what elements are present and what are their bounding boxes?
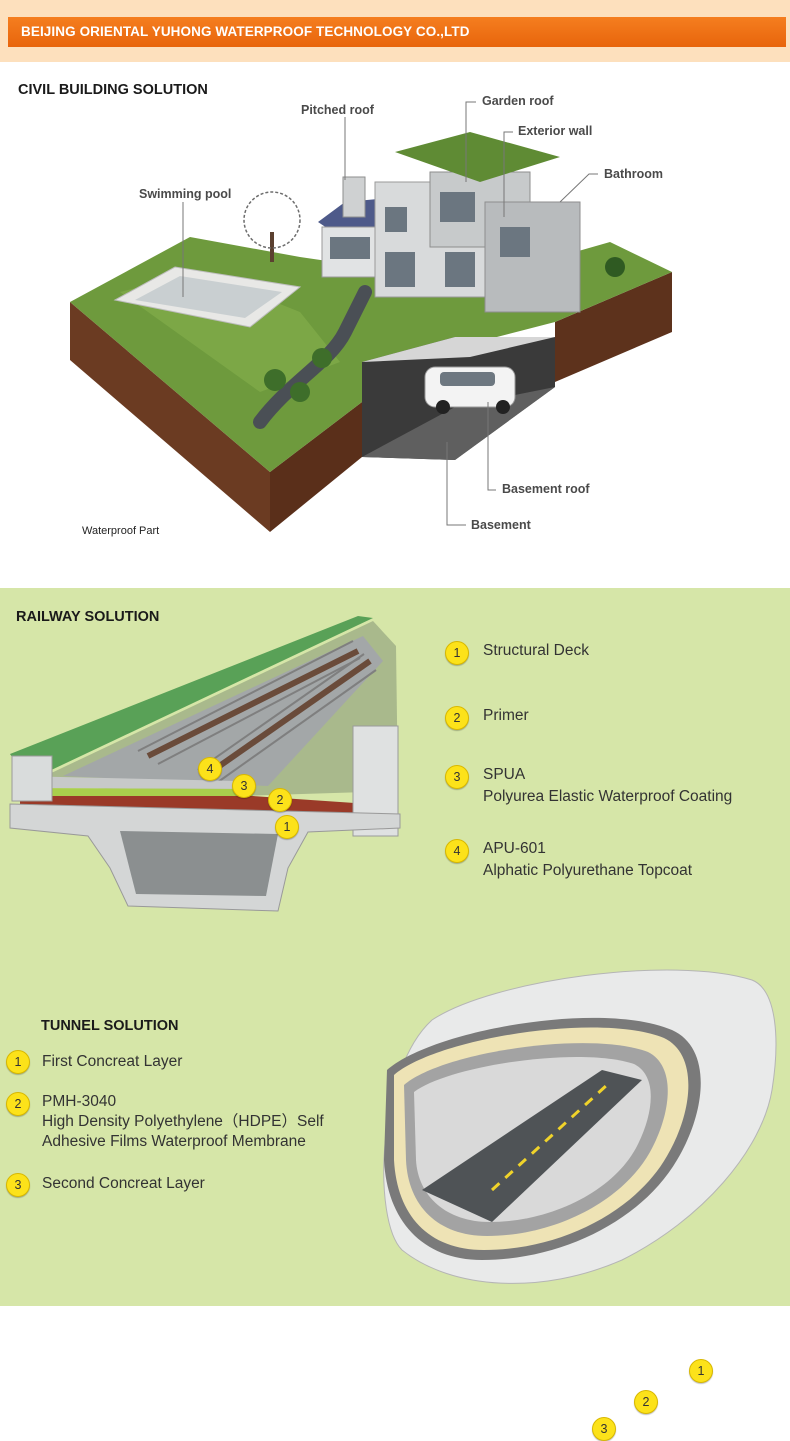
track-sleeper: [137, 640, 354, 752]
legend-number-badge: 1: [445, 641, 469, 665]
label-bathroom: Bathroom: [604, 167, 664, 181]
earth-front-left: [70, 302, 270, 532]
tunnel-road-centerline: [490, 1083, 609, 1192]
car-window: [440, 372, 495, 386]
legend-subtext: Alphatic Polyurethane Topcoat: [483, 862, 693, 879]
tunnel-badge-2: 2: [634, 1390, 658, 1414]
green-section: RAILWAY SOLUTION 1 2 3 4: [0, 588, 790, 1441]
legend-subtext: Adhesive Films Waterproof Membrane: [42, 1133, 306, 1150]
header-band: BEIJING ORIENTAL YUHONG WATERPROOF TECHN…: [0, 0, 790, 62]
label-exterior-wall: Exterior wall: [518, 124, 593, 138]
house-chimney: [342, 176, 366, 218]
layer-spua: [18, 788, 253, 796]
bush: [605, 257, 625, 277]
tunnel-badge-1: 1: [689, 1359, 713, 1383]
car-wheel: [436, 400, 450, 414]
track-sleeper: [197, 653, 365, 771]
leader-line: [559, 173, 598, 203]
railway-illustration: [9, 616, 401, 912]
company-name: BEIJING ORIENTAL YUHONG WATERPROOF TECHN…: [21, 24, 470, 39]
track-rail: [146, 648, 360, 759]
leader-line: [487, 402, 496, 491]
legend-number-badge: 4: [445, 839, 469, 863]
tunnel-illustration: [383, 969, 777, 1284]
house-window: [440, 192, 475, 222]
earth-right-side: [555, 272, 672, 382]
railway-badge-2: 2: [268, 788, 292, 812]
legend-number-badge: 1: [6, 1050, 30, 1074]
railway-title: RAILWAY SOLUTION: [16, 609, 160, 625]
civil-building-section: CIVIL BUILDING SOLUTION: [0, 62, 790, 588]
leader-line: [503, 131, 513, 217]
track-rail: [206, 658, 372, 777]
label-basement: Basement: [471, 518, 531, 532]
house-window: [500, 227, 530, 257]
leader-line: [465, 101, 476, 182]
layer-primer: [20, 796, 398, 814]
legend-number-badge: 3: [6, 1173, 30, 1197]
house-window: [330, 237, 370, 259]
tree-crown: [243, 191, 301, 249]
legend-number-badge: 3: [445, 765, 469, 789]
legend-text: APU-601: [483, 840, 546, 857]
house-window: [445, 252, 475, 287]
tunnel-badge-3: 3: [592, 1417, 616, 1441]
house-garden-roof: [395, 132, 560, 182]
railway-badge-4: 4: [198, 757, 222, 781]
railway-fence: [10, 616, 373, 781]
label-swimming-pool: Swimming pool: [139, 187, 232, 201]
leader-line: [446, 442, 466, 526]
tunnel-title: TUNNEL SOLUTION: [41, 1018, 179, 1034]
legend-text: PMH-3040: [42, 1093, 117, 1110]
track-sleeper: [157, 657, 361, 765]
house-window: [385, 207, 407, 232]
curb-left: [11, 755, 53, 802]
tunnel-road: [422, 1070, 642, 1222]
legend-text: First Concreat Layer: [42, 1053, 183, 1070]
header-bar: BEIJING ORIENTAL YUHONG WATERPROOF TECHN…: [8, 17, 786, 47]
house-window: [385, 252, 415, 287]
legend-text: Primer: [483, 707, 529, 724]
box-girder-void: [120, 831, 278, 896]
civil-title: CIVIL BUILDING SOLUTION: [18, 82, 208, 98]
car-wheel: [496, 400, 510, 414]
legend-subtext: Polyurea Elastic Waterproof Coating: [483, 788, 733, 805]
bush: [312, 348, 332, 368]
legend-text: Structural Deck: [483, 642, 589, 659]
label-garden-roof: Garden roof: [482, 94, 554, 108]
label-pitched-roof: Pitched roof: [301, 103, 374, 117]
earth-front-right: [270, 402, 362, 532]
house-right-wing: [484, 201, 581, 313]
garden-path: [253, 285, 372, 429]
layer-topcoat: [16, 776, 248, 789]
bush: [290, 382, 310, 402]
legend-text: SPUA: [483, 766, 526, 783]
legend-subtext: High Density Polyethylene（HDPE）Self: [42, 1113, 324, 1130]
label-basement-roof: Basement roof: [502, 482, 590, 496]
railway-badge-3: 3: [232, 774, 256, 798]
bush: [264, 369, 286, 391]
pool-water: [135, 276, 282, 318]
track-sleeper: [217, 669, 377, 783]
civil-building-illustration: [70, 101, 672, 532]
legend-number-badge: 2: [445, 706, 469, 730]
waterproof-part-note: Waterproof Part: [82, 525, 160, 537]
legend-number-badge: 2: [6, 1092, 30, 1116]
railway-badge-1: 1: [275, 815, 299, 839]
legend-text: Second Concreat Layer: [42, 1175, 205, 1192]
garage-ceiling: [362, 337, 555, 362]
